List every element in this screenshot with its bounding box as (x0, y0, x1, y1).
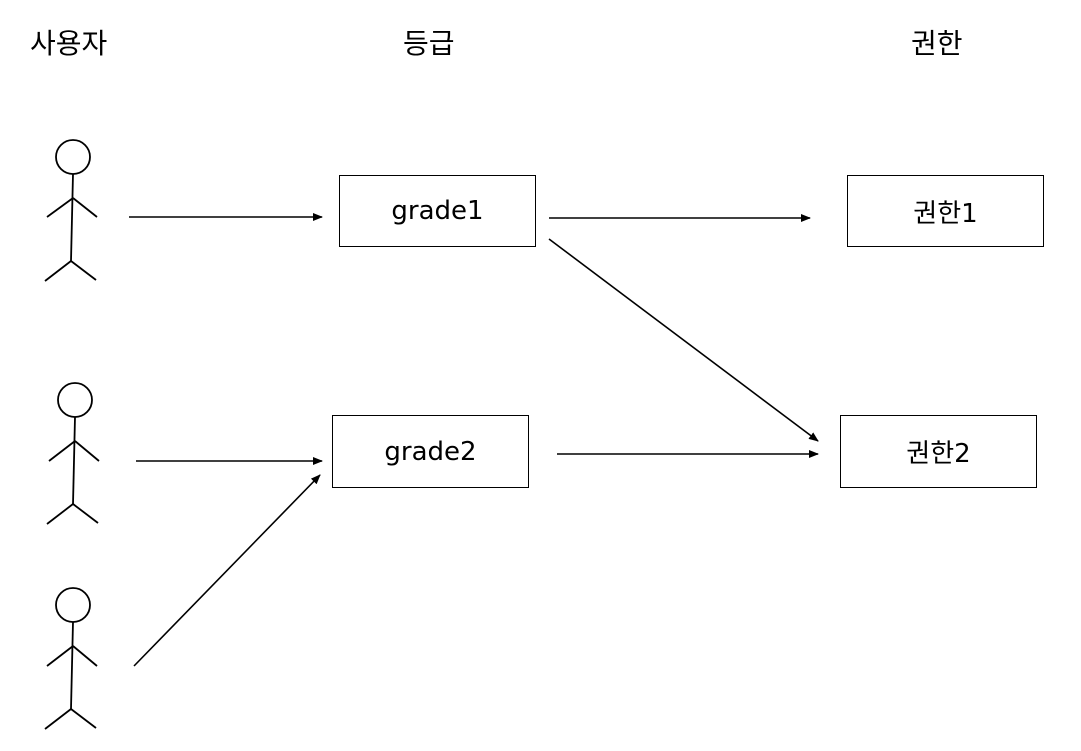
user-figure-2 (46, 382, 100, 525)
grade1-label: grade1 (391, 196, 484, 226)
grade2-label: grade2 (384, 436, 477, 467)
user-body (72, 416, 76, 505)
permission1-label: 권한1 (913, 198, 978, 229)
user-arm-right (72, 197, 98, 218)
grade1-box: grade1 (339, 175, 536, 247)
user-leg-left (44, 708, 72, 730)
grades-header: 등급 (403, 27, 455, 60)
user-leg-left (44, 260, 72, 282)
user-arm-left (46, 645, 74, 667)
user-figure-1 (44, 139, 98, 282)
user-head (55, 139, 91, 175)
user-leg-right (70, 708, 97, 729)
users-header: 사용자 (30, 27, 108, 60)
permission2-box: 권한2 (840, 415, 1037, 488)
user-leg-left (46, 503, 74, 525)
user-arm-left (48, 440, 76, 462)
user-head (55, 587, 91, 623)
grade2-box: grade2 (332, 415, 529, 488)
user-arm-right (74, 440, 100, 462)
user-body (70, 621, 74, 710)
user-leg-right (72, 503, 99, 524)
user-leg-right (70, 260, 97, 281)
arrow-user3-to-grade2 (133, 474, 321, 667)
user-figure-3 (44, 587, 98, 730)
permission1-box: 권한1 (847, 175, 1044, 247)
user-body (70, 173, 74, 262)
permissions-header: 권한 (911, 27, 963, 60)
user-arm-right (72, 645, 98, 667)
user-arm-left (46, 197, 74, 218)
permission2-label: 권한2 (906, 439, 971, 469)
arrow-grade1-to-perm2 (548, 238, 819, 442)
user-head (57, 382, 93, 418)
